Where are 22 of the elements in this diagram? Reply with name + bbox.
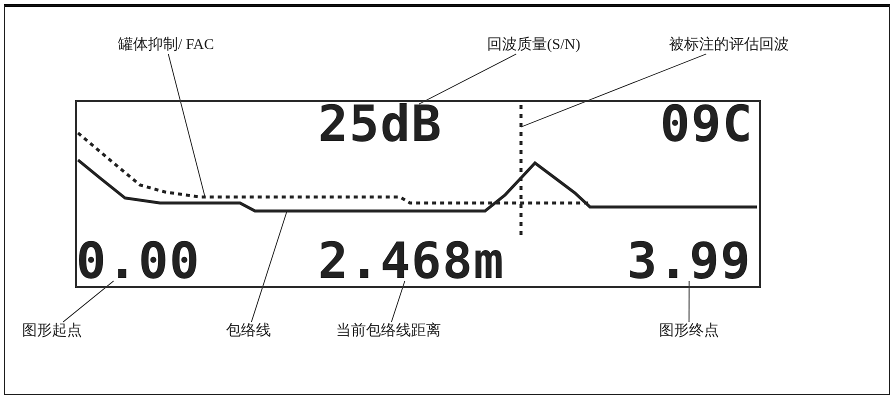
lcd-display xyxy=(75,100,761,288)
lcd-readout: 0.00 xyxy=(76,241,200,281)
leader-line xyxy=(418,54,517,104)
marker-line xyxy=(520,105,522,236)
leader-line xyxy=(390,280,406,322)
callout-label: 包络线 xyxy=(226,322,271,340)
leader-line xyxy=(250,210,288,322)
callout-label: 当前包络线距离 xyxy=(336,322,441,340)
lcd-readout: 3.99 xyxy=(627,241,752,281)
callout-label: 图形起点 xyxy=(22,322,82,340)
callout-label: 罐体抑制/ FAC xyxy=(118,36,214,54)
callout-label: 回波质量(S/N) xyxy=(487,36,580,54)
leader-line xyxy=(520,54,707,128)
leader-line xyxy=(168,54,206,198)
lcd-readout: 2.468m xyxy=(318,241,505,281)
callout-label: 被标注的评估回波 xyxy=(669,36,789,54)
lcd-readout: 25dB xyxy=(318,104,442,144)
leader-line xyxy=(688,280,690,322)
envelope-curve xyxy=(77,158,757,212)
callout-label: 图形终点 xyxy=(659,322,719,340)
leader-line xyxy=(62,280,114,322)
lcd-readout: 09C xyxy=(660,104,754,144)
